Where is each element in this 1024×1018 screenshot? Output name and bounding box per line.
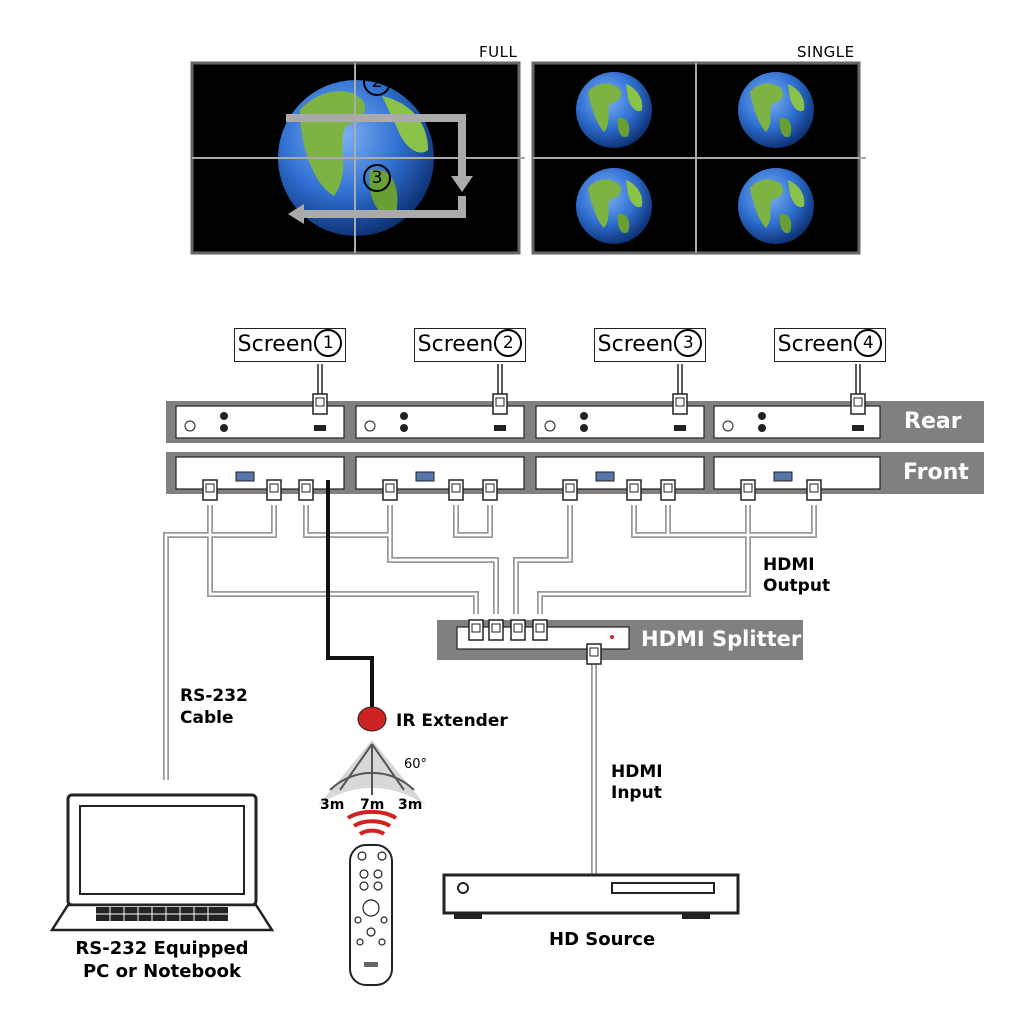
wall-number-1: 1 <box>198 68 227 98</box>
remote-control-icon <box>349 844 393 986</box>
range-left-label: 3m <box>320 797 345 813</box>
pc-label-line1: RS-232 Equipped <box>75 938 249 959</box>
hdmi-output-label-line1: HDMI <box>763 555 815 575</box>
full-mode-wall <box>190 61 525 255</box>
single-number-1: 1 <box>538 68 567 98</box>
laptop-icon <box>49 793 275 932</box>
single-number-2: 2 <box>702 68 731 98</box>
globe-4 <box>576 168 652 244</box>
single-mode-label: SINGLE <box>797 43 855 61</box>
splitter-label: HDMI Splitter <box>641 627 802 651</box>
ir-extender-eye <box>357 706 387 732</box>
front-label: Front <box>903 460 969 485</box>
range-mid-label: 7m <box>360 797 385 813</box>
hdmi-output-label-line2: Output <box>763 576 831 596</box>
globe-2 <box>738 72 814 148</box>
wall-number-2: 2 <box>362 68 391 98</box>
single-number-3: 3 <box>702 164 731 194</box>
ir-signal-icon <box>346 809 398 836</box>
ir-extender-label: IR Extender <box>396 711 508 731</box>
pc-label-line2: PC or Notebook <box>82 961 241 982</box>
rs232-cable-label-line2: Cable <box>180 708 234 728</box>
wall-number-3: 3 <box>362 164 391 194</box>
hd-source-label: HD Source <box>549 929 656 950</box>
ir-cable <box>326 480 374 708</box>
globe-1 <box>576 72 652 148</box>
hdmi-input-label-line2: Input <box>611 783 662 803</box>
single-mode-wall <box>531 61 866 255</box>
rs232-cable-label-line1: RS-232 <box>180 686 248 706</box>
hdmi-input-label-line1: HDMI <box>611 762 663 782</box>
angle-label: 60° <box>404 757 428 772</box>
range-right-label: 3m <box>398 797 423 813</box>
wall-number-4: 4 <box>198 164 227 194</box>
rear-label: Rear <box>904 409 962 434</box>
hd-source-device <box>442 873 740 919</box>
single-number-4: 4 <box>538 164 567 194</box>
globe-3 <box>738 168 814 244</box>
full-mode-label: FULL <box>479 43 518 61</box>
